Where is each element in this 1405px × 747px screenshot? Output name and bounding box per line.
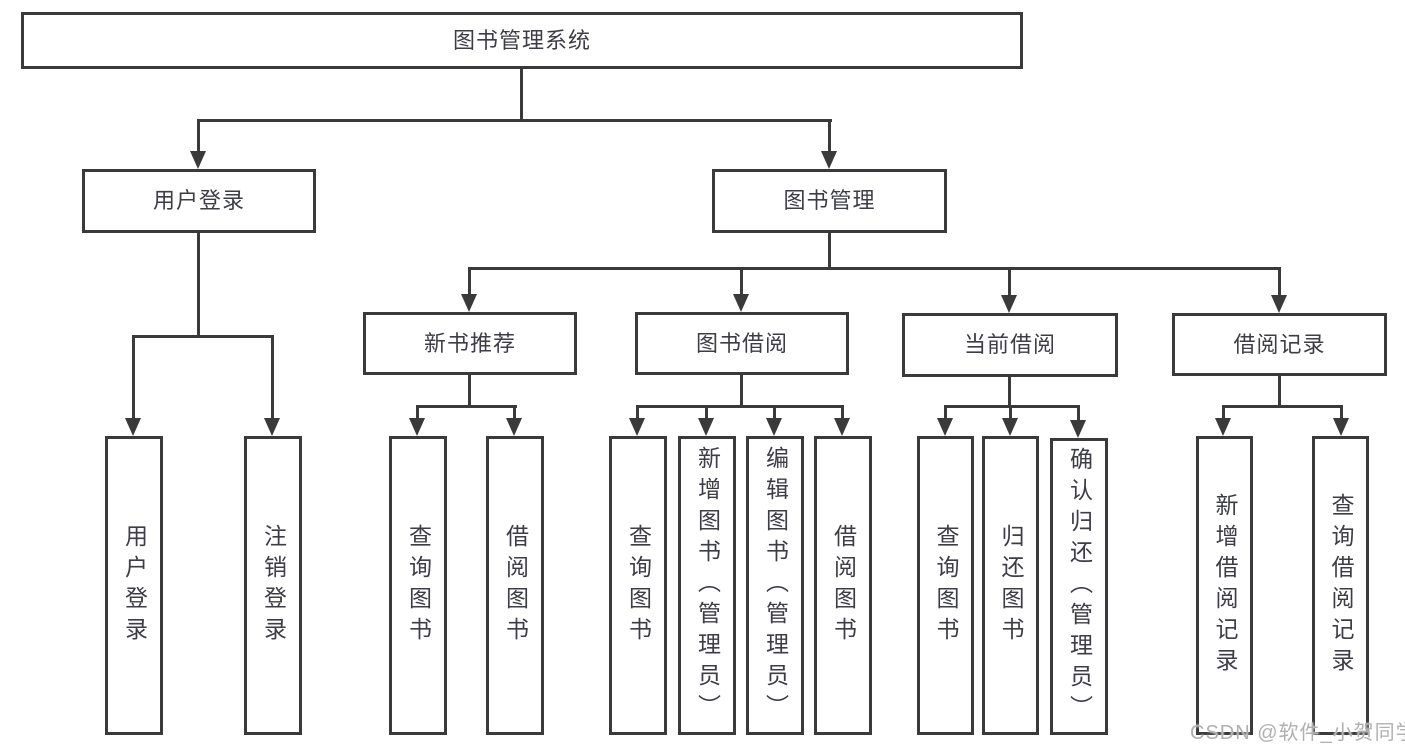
- arrow-down-icon: [629, 418, 645, 436]
- arrow-down-icon: [1070, 420, 1086, 438]
- node-leaf-return-books: 归还图书: [982, 436, 1039, 735]
- connector-line: [132, 335, 274, 338]
- connector-line: [197, 119, 832, 122]
- connector-line: [513, 405, 516, 418]
- node-leaf-logout: 注销登录: [244, 436, 302, 735]
- connector-line: [271, 335, 274, 418]
- node-leaf-borrow-books: 借阅图书: [814, 436, 872, 735]
- connector-line: [468, 267, 1281, 270]
- node-book-management: 图书管理: [712, 169, 947, 233]
- node-root-library-system: 图书管理系统: [21, 12, 1023, 69]
- connector-line: [1278, 376, 1281, 408]
- connector-line: [1008, 267, 1011, 295]
- connector-line: [416, 405, 517, 408]
- connector-line: [944, 405, 947, 418]
- connector-line: [773, 405, 776, 418]
- node-user-login: 用户登录: [82, 169, 316, 233]
- arrow-down-icon: [125, 418, 141, 436]
- connector-line: [1009, 405, 1012, 418]
- connector-line: [841, 405, 844, 418]
- connector-line: [1222, 405, 1343, 408]
- node-leaf-query-books-rec: 查询图书: [389, 436, 447, 735]
- node-leaf-add-books-admin: 新增图书（管理员）: [678, 436, 736, 735]
- node-leaf-query-books-borrow: 查询图书: [609, 436, 667, 735]
- node-leaf-edit-books-admin: 编辑图书（管理员）: [746, 436, 804, 735]
- connector-line: [468, 375, 471, 408]
- arrow-down-icon: [834, 418, 850, 436]
- connector-line: [197, 233, 200, 338]
- node-leaf-borrow-books-rec: 借阅图书: [486, 436, 544, 735]
- connector-line: [132, 335, 135, 418]
- connector-line: [416, 405, 419, 418]
- arrow-down-icon: [461, 294, 477, 312]
- arrow-down-icon: [1001, 295, 1017, 313]
- node-leaf-user-login: 用户登录: [105, 436, 163, 735]
- arrow-down-icon: [1215, 418, 1231, 436]
- node-leaf-query-books-current: 查询图书: [917, 436, 974, 735]
- arrow-down-icon: [937, 418, 953, 436]
- node-leaf-confirm-return-admin: 确认归还（管理员）: [1050, 438, 1108, 735]
- arrow-down-icon: [1271, 295, 1287, 313]
- node-new-book-recommendation: 新书推荐: [363, 312, 577, 375]
- watermark: CSDN @软件_小贺同学: [1190, 722, 1405, 744]
- connector-line: [1222, 405, 1225, 418]
- connector-line: [944, 405, 1080, 408]
- node-book-borrowing: 图书借阅: [635, 312, 849, 375]
- arrow-down-icon: [506, 418, 522, 436]
- arrow-down-icon: [733, 294, 749, 312]
- node-current-borrowing: 当前借阅: [902, 313, 1118, 377]
- arrow-down-icon: [821, 151, 837, 169]
- connector-line: [636, 405, 844, 408]
- connector-line: [520, 69, 523, 120]
- connector-line: [740, 375, 743, 408]
- connector-line: [705, 405, 708, 418]
- node-borrowing-records: 借阅记录: [1172, 313, 1387, 376]
- arrow-down-icon: [409, 418, 425, 436]
- connector-line: [197, 119, 200, 151]
- connector-line: [468, 267, 471, 294]
- node-leaf-query-borrow-record: 查询借阅记录: [1312, 436, 1369, 735]
- connector-line: [828, 233, 831, 270]
- arrow-down-icon: [264, 418, 280, 436]
- connector-line: [1340, 405, 1343, 418]
- connector-line: [828, 119, 831, 151]
- connector-line: [1077, 405, 1080, 420]
- node-leaf-add-borrow-record: 新增借阅记录: [1196, 436, 1253, 735]
- arrow-down-icon: [190, 151, 206, 169]
- arrow-down-icon: [698, 418, 714, 436]
- arrow-down-icon: [766, 418, 782, 436]
- arrow-down-icon: [1002, 418, 1018, 436]
- connector-line: [1008, 377, 1011, 408]
- connector-line: [740, 267, 743, 294]
- connector-line: [636, 405, 639, 418]
- arrow-down-icon: [1333, 418, 1349, 436]
- connector-line: [1278, 267, 1281, 295]
